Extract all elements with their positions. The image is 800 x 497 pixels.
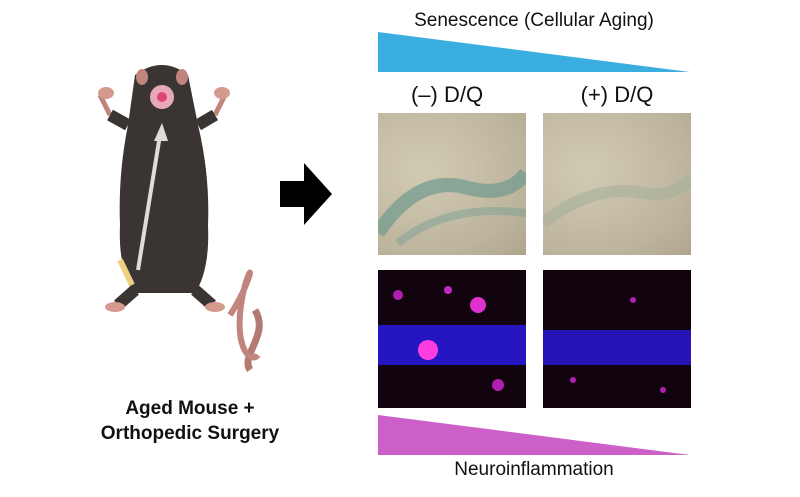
aged-mouse-illustration bbox=[97, 65, 263, 372]
right-arrow-icon bbox=[280, 163, 332, 225]
neuroinflammation-gradient-wedge bbox=[378, 415, 690, 455]
senescence-stain-image-untreated bbox=[372, 113, 532, 255]
neuroinflammation-image-treated bbox=[543, 270, 691, 408]
condition-label-minus: (–) D/Q bbox=[410, 82, 484, 107]
caption-line-1: Aged Mouse + bbox=[125, 398, 255, 419]
senescence-gradient-wedge bbox=[378, 32, 690, 72]
condition-label-plus: (+) D/Q bbox=[580, 82, 654, 107]
senescence-label: Senescence (Cellular Aging) bbox=[414, 10, 654, 31]
neuroinflammation-image-untreated bbox=[378, 270, 526, 408]
neuroinflammation-label: Neuroinflammation bbox=[454, 459, 614, 480]
caption-line-2: Orthopedic Surgery bbox=[100, 423, 280, 444]
senescence-stain-image-treated bbox=[539, 113, 696, 255]
